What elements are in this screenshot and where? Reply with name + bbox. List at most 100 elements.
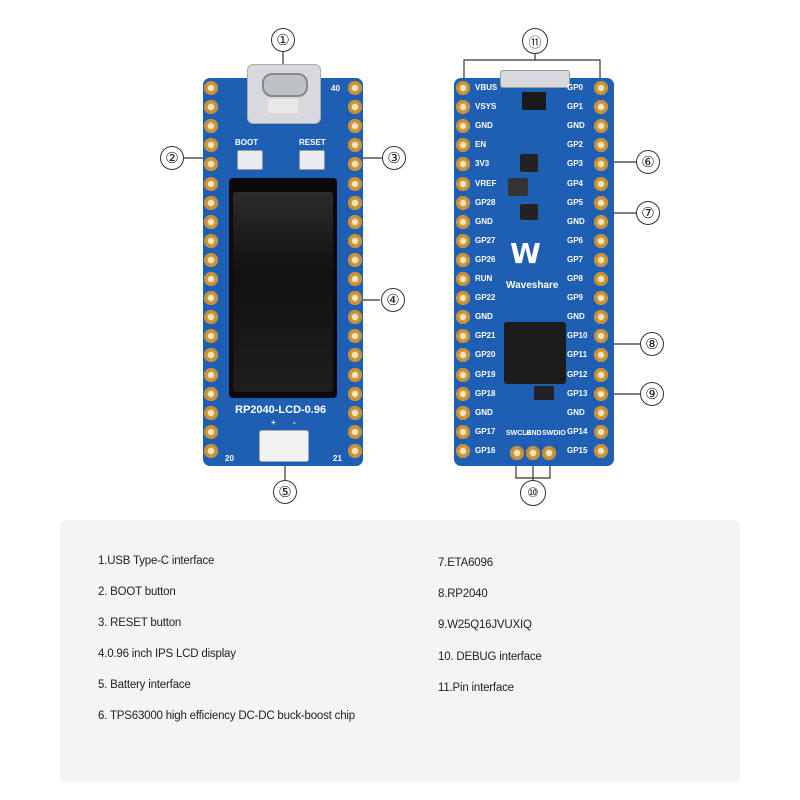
front-pin-left-pad xyxy=(204,214,218,229)
lcd-display xyxy=(229,178,337,398)
debug-pin-swclk: SWCLK xyxy=(506,430,532,437)
front-pin-right-pad xyxy=(348,157,362,172)
front-pin-right-pad xyxy=(348,310,362,325)
pin-label-right: GND xyxy=(567,216,585,226)
callout-3: ③ xyxy=(382,146,406,170)
pin-label-left: GP16 xyxy=(475,445,496,455)
front-pin-right-pad xyxy=(348,81,362,95)
pin-label-left: GP18 xyxy=(475,388,496,398)
callout-9: ⑨ xyxy=(640,382,664,406)
boot-button[interactable] xyxy=(237,150,263,170)
back-pin-right-pad xyxy=(594,310,608,325)
pin-label-left: VSYS xyxy=(475,102,497,112)
callout-1: ① xyxy=(271,28,295,52)
legend-item-7: 7.ETA6096 xyxy=(438,557,493,569)
legend-item-1: 1.USB Type-C interface xyxy=(98,555,215,567)
front-pin-left-pad xyxy=(204,100,218,115)
battery-plus: + xyxy=(271,418,276,427)
boot-label: BOOT xyxy=(235,138,259,147)
front-pin-right-pad xyxy=(348,329,362,344)
front-pin-right-pad xyxy=(348,252,362,267)
back-pin-right-pad xyxy=(594,176,608,191)
pin-label-right: GP10 xyxy=(567,331,588,341)
front-pin-right-pad xyxy=(348,233,362,248)
pin-label-right: GP13 xyxy=(567,388,588,398)
front-pin-left-pad xyxy=(204,233,218,248)
pin-label-right: GP8 xyxy=(567,274,584,283)
callout-11: ⑪ xyxy=(522,28,548,54)
back-pin-left-pad xyxy=(456,443,470,458)
back-pin-right-pad xyxy=(594,386,608,401)
pin-label-right: GP7 xyxy=(567,254,584,264)
legend-item-5: 5. Battery interface xyxy=(98,679,191,691)
back-pin-left-pad xyxy=(456,367,470,382)
front-pin-left-pad xyxy=(204,348,218,363)
reset-label: RESET xyxy=(299,138,326,147)
pin-label-left: GND xyxy=(475,312,493,322)
front-board: 40 BOOT RESET RP2040-LCD-0.96 + - 20 21 xyxy=(203,64,363,466)
pin-label-left: GND xyxy=(475,216,493,226)
back-pin-right-pad xyxy=(594,100,608,115)
legend-panel: 1.USB Type-C interface 2. BOOT button 3.… xyxy=(60,520,740,782)
back-pin-left-pad xyxy=(456,138,470,153)
back-pin-left-pad xyxy=(456,348,470,363)
front-pin-right-pad xyxy=(348,176,362,191)
front-pin-left-pad xyxy=(204,386,218,401)
front-pin-left-pad xyxy=(204,310,218,325)
pin-label-right: GP11 xyxy=(567,350,588,360)
pin-label-right: GND xyxy=(567,312,585,322)
front-pin-left-pad xyxy=(204,195,218,210)
front-pin-right-pad xyxy=(348,424,362,439)
pin-number-20: 20 xyxy=(225,454,234,463)
legend-item-4: 4.0.96 inch IPS LCD display xyxy=(98,648,236,660)
front-pin-right-pad xyxy=(348,100,362,115)
board-model-label: RP2040-LCD-0.96 xyxy=(235,404,327,416)
front-pin-right-pad xyxy=(348,367,362,382)
rp2040-chip xyxy=(504,322,566,384)
back-pin-right-pad xyxy=(594,291,608,306)
front-pin-left-pad xyxy=(204,252,218,267)
back-pin-right-pad xyxy=(594,252,608,267)
waveshare-logo: W xyxy=(510,237,541,270)
legend-item-10: 10. DEBUG interface xyxy=(438,651,542,663)
front-pin-right-pad xyxy=(348,386,362,401)
front-pin-left-pad xyxy=(204,272,218,286)
back-pin-right-pad xyxy=(594,348,608,363)
callout-10: ⑩ xyxy=(520,480,546,506)
pin-label-left: GP21 xyxy=(475,331,496,341)
back-pin-left-pad xyxy=(456,252,470,267)
pin-label-right: GP3 xyxy=(567,159,584,169)
front-pin-left-pad xyxy=(204,405,218,420)
callout-2: ② xyxy=(160,146,184,170)
legend-item-8: 8.RP2040 xyxy=(438,588,488,600)
brand-label: Waveshare xyxy=(506,280,559,291)
pin-label-left: RUN xyxy=(475,274,493,283)
back-pin-right-pad xyxy=(594,214,608,229)
inductor xyxy=(508,178,528,196)
legend-item-6: 6. TPS63000 high efficiency DC-DC buck-b… xyxy=(98,710,355,722)
back-pin-left-pad xyxy=(456,291,470,306)
back-pin-right-pad xyxy=(594,405,608,420)
pin-label-right: GP15 xyxy=(567,445,588,455)
front-pin-left-pad xyxy=(204,329,218,344)
back-pin-left-pad xyxy=(456,214,470,229)
pin-label-left: VREF xyxy=(475,178,497,188)
back-pin-right-pad xyxy=(594,138,608,153)
front-pin-right-pad xyxy=(348,348,362,363)
pin-label-left: GP19 xyxy=(475,369,496,379)
back-pin-right-pad xyxy=(594,329,608,344)
back-pin-left-pad xyxy=(456,81,470,95)
reset-button[interactable] xyxy=(299,150,325,170)
pin-number-40: 40 xyxy=(331,84,340,93)
callout-4: ④ xyxy=(381,288,405,312)
usb-c-connector xyxy=(247,64,321,124)
pin-number-21: 21 xyxy=(333,454,342,463)
callout-5: ⑤ xyxy=(273,480,297,504)
back-pin-right-pad xyxy=(594,367,608,382)
back-pin-right-pad xyxy=(594,272,608,286)
back-pin-left-pad xyxy=(456,157,470,172)
pin-label-right: GP4 xyxy=(567,178,584,188)
pin-label-right: GP2 xyxy=(567,140,584,150)
front-pin-right-pad xyxy=(348,291,362,306)
pin-label-left: 3V3 xyxy=(475,159,490,169)
